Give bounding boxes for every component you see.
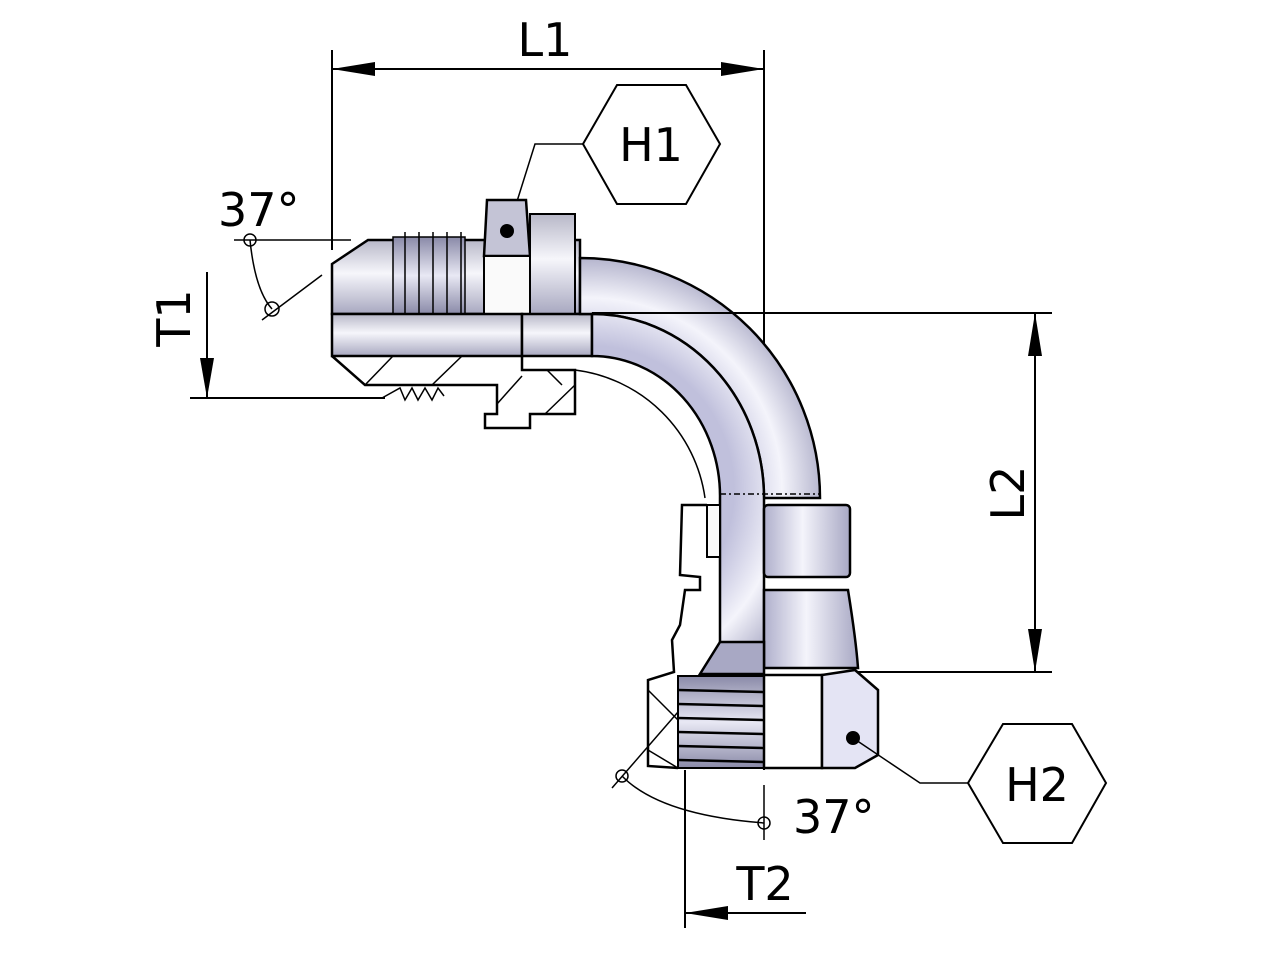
callout-h1: H1 bbox=[507, 84, 722, 231]
label-l1: L1 bbox=[518, 13, 573, 67]
hex-h1-icon bbox=[581, 84, 722, 205]
arrow-right-icon bbox=[721, 62, 764, 76]
arrow-left-icon bbox=[332, 62, 375, 76]
dimension-l2: L2 bbox=[592, 312, 1052, 673]
dimension-t2: T2 bbox=[684, 770, 806, 928]
angle-bottom: 37° bbox=[611, 711, 875, 844]
hex-h2-icon bbox=[966, 723, 1108, 844]
label-angle-top: 37° bbox=[218, 183, 300, 237]
h1-leader-dot bbox=[500, 224, 514, 238]
label-h2: H2 bbox=[1005, 758, 1069, 812]
label-angle-bottom: 37° bbox=[793, 790, 875, 844]
angle-top: 37° bbox=[218, 183, 351, 321]
label-t1: T1 bbox=[147, 289, 201, 347]
arrow-left-icon bbox=[685, 906, 728, 920]
label-h1: H1 bbox=[619, 118, 683, 172]
male-end bbox=[330, 198, 594, 430]
elbow-bend bbox=[574, 256, 822, 662]
arrow-up-icon bbox=[1028, 313, 1042, 356]
swivel-end bbox=[646, 500, 880, 770]
label-l2: L2 bbox=[981, 466, 1035, 521]
arrow-down-icon bbox=[200, 358, 214, 398]
label-t2: T2 bbox=[735, 857, 793, 911]
callout-h2: H2 bbox=[852, 723, 1108, 844]
arrow-down-icon bbox=[1028, 629, 1042, 672]
dimension-t1: T1 bbox=[147, 272, 385, 399]
